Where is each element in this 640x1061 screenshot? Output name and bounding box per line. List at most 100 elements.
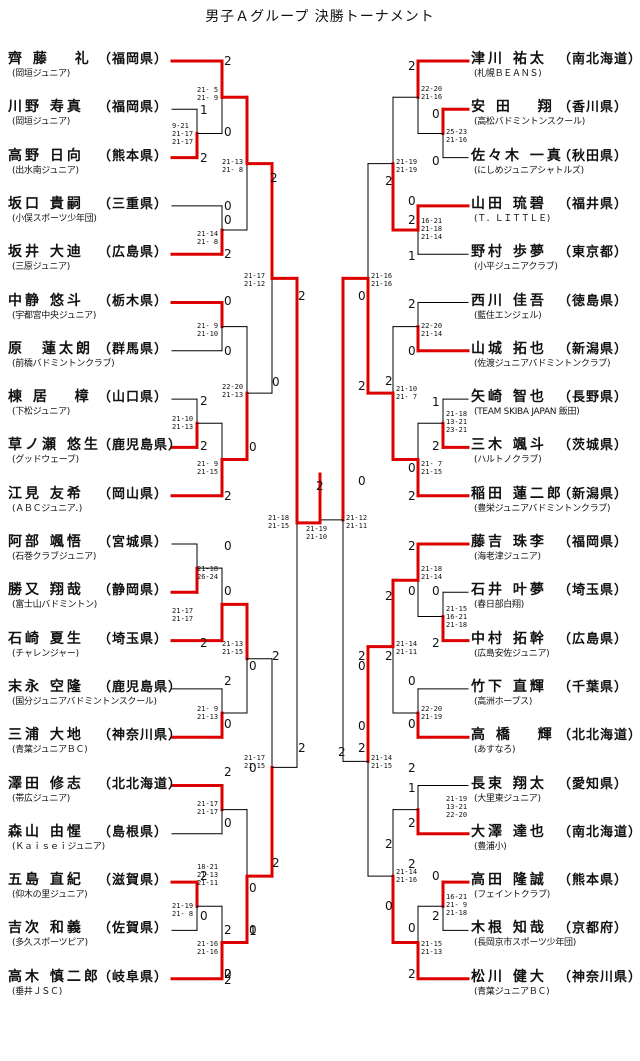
- player-prefecture: （長野県）: [558, 390, 629, 406]
- player-club: (岡垣ジュニア): [12, 117, 70, 128]
- games-won-mark: 2: [358, 379, 366, 393]
- games-won-mark: 2: [385, 589, 393, 603]
- match-score: 21-10 21-13: [172, 415, 194, 431]
- games-won-mark: 2: [432, 439, 440, 453]
- match-score: 25-23 21-16: [446, 128, 468, 144]
- player-prefecture: （広島県）: [98, 245, 169, 261]
- player-club: (豊浦小): [474, 841, 507, 852]
- player-prefecture: （神奈川県）: [98, 728, 183, 744]
- games-won-mark: 2: [224, 967, 232, 981]
- player-prefecture: （福井県）: [558, 196, 629, 212]
- player-club: (国分ジュニアバドミントンスクール): [12, 696, 157, 707]
- games-won-mark: 0: [432, 107, 440, 121]
- games-won-mark: 0: [224, 125, 232, 139]
- player-club: (青葉ジュニアＢＣ): [12, 745, 88, 756]
- player-name: 長束 翔太: [471, 775, 547, 792]
- games-won-mark: 0: [224, 584, 232, 598]
- player-club: (小俣スポーツ少年団): [12, 213, 97, 224]
- games-won-mark: 2: [408, 489, 416, 503]
- player-prefecture: （熊本県）: [558, 873, 629, 889]
- player-club: (Ｔ．ＬＩＴＴＬＥ): [474, 213, 551, 224]
- games-won-mark: 2: [432, 909, 440, 923]
- player-club: (高松バドミントンスクール): [474, 117, 585, 128]
- player-name: 高田 隆誠: [471, 872, 547, 889]
- player-name: 津川 祐太: [471, 51, 547, 67]
- player-name: 棟 居 樟: [8, 389, 92, 406]
- games-won-mark: 0: [408, 717, 416, 731]
- games-won-mark: 2: [200, 869, 208, 883]
- player-prefecture: （佐賀県）: [98, 921, 169, 937]
- games-won-mark: 2: [408, 816, 416, 830]
- player-name: 末永 空隆: [8, 678, 84, 695]
- player-name: 中静 悠斗: [8, 292, 84, 309]
- games-won-mark: 0: [408, 674, 416, 688]
- games-won-mark: 2: [200, 394, 208, 408]
- match-score: 21-17 21-15: [244, 754, 266, 770]
- player-club: (TEAM SKIBA JAPAN 飯田): [474, 407, 580, 418]
- games-won-mark: 1: [408, 249, 416, 263]
- match-score: 21-17 21-17: [172, 607, 194, 623]
- player-name: 松川 健大: [471, 968, 547, 985]
- match-score: 21-15 16-21 21-18: [446, 605, 468, 629]
- player-prefecture: （京都府）: [558, 921, 629, 937]
- games-won-mark: 0: [224, 967, 232, 981]
- player-club: (長岡京市スポーツ少年団): [474, 938, 576, 949]
- player-club: (岡垣ジュニア): [12, 69, 70, 79]
- player-prefecture: （新潟県）: [558, 486, 629, 502]
- player-prefecture: （島根県）: [98, 824, 169, 840]
- player-name: 吉次 和義: [8, 920, 84, 937]
- player-name: 江見 友希: [8, 485, 84, 502]
- player-name: 高野 日向: [8, 147, 84, 164]
- player-club: (出水南ジュニア): [12, 165, 79, 176]
- games-won-mark: 0: [432, 869, 440, 883]
- match-score: 21-18 26-24: [197, 565, 219, 581]
- games-won-mark: 2: [224, 674, 232, 688]
- games-won-mark: 2: [385, 837, 393, 851]
- match-score: 21-14 21- 8: [197, 230, 219, 246]
- games-won-mark: 2: [224, 489, 232, 503]
- player-prefecture: （滋賀県）: [98, 873, 169, 889]
- player-club: (広島安佐ジュニア): [474, 648, 550, 659]
- match-score: 22-20 21-13: [222, 383, 244, 399]
- games-won-mark: 0: [224, 816, 232, 830]
- player-prefecture: （徳島県）: [558, 293, 629, 309]
- games-won-mark: 2: [224, 765, 232, 779]
- games-won-mark: 2: [224, 54, 232, 68]
- player-name: 大澤 達也: [471, 823, 547, 840]
- player-club: (仰木の里ジュニア): [12, 890, 88, 901]
- match-score: 21- 9 21-15: [197, 460, 219, 476]
- player-prefecture: （栃木県）: [98, 293, 169, 309]
- player-name: 中村 拓幹: [471, 630, 547, 647]
- player-club: (フェイントクラブ): [474, 890, 551, 901]
- games-won-mark: 2: [408, 59, 416, 73]
- player-prefecture: （群馬県）: [98, 341, 169, 357]
- player-club: (ハルトノクラブ): [474, 455, 542, 466]
- player-club: (宇都宮中央ジュニア): [12, 310, 97, 321]
- player-name: 木根 知哉: [471, 920, 547, 937]
- player-name: 藤吉 珠李: [471, 534, 547, 550]
- games-won-mark: 1: [249, 924, 257, 938]
- player-name: 坂口 貴嗣: [8, 195, 84, 212]
- match-score: 21-17 21-17: [197, 800, 219, 816]
- games-won-mark: 2: [408, 857, 416, 871]
- player-prefecture: （愛知県）: [558, 776, 629, 792]
- player-prefecture: （南北海道）: [558, 824, 640, 840]
- player-club: (あすなろ): [474, 745, 516, 756]
- player-prefecture: （岡山県）: [98, 486, 169, 502]
- player-name: 稲田 蓮二郎: [471, 485, 564, 502]
- player-prefecture: （鹿児島県）: [98, 679, 183, 695]
- player-club: (豊栄ジュニアバドミントンクラブ): [474, 503, 611, 514]
- match-score: 21- 7 21-15: [421, 460, 443, 476]
- games-won-mark: 2: [272, 856, 280, 870]
- games-won-mark: 0: [249, 659, 257, 673]
- games-won-mark: 2: [408, 761, 416, 775]
- match-score: 21- 9 21-13: [197, 705, 219, 721]
- games-won-mark: 0: [249, 761, 257, 775]
- games-won-mark: 0: [408, 921, 416, 935]
- match-score: 22-20 21-19: [421, 705, 443, 721]
- match-score: 22-20 21-16: [421, 85, 443, 101]
- games-won-mark: 2: [408, 539, 416, 553]
- player-prefecture: （北北海道）: [98, 776, 183, 792]
- match-score: 21-14 21-11: [396, 640, 418, 656]
- games-won-mark: 2: [408, 297, 416, 311]
